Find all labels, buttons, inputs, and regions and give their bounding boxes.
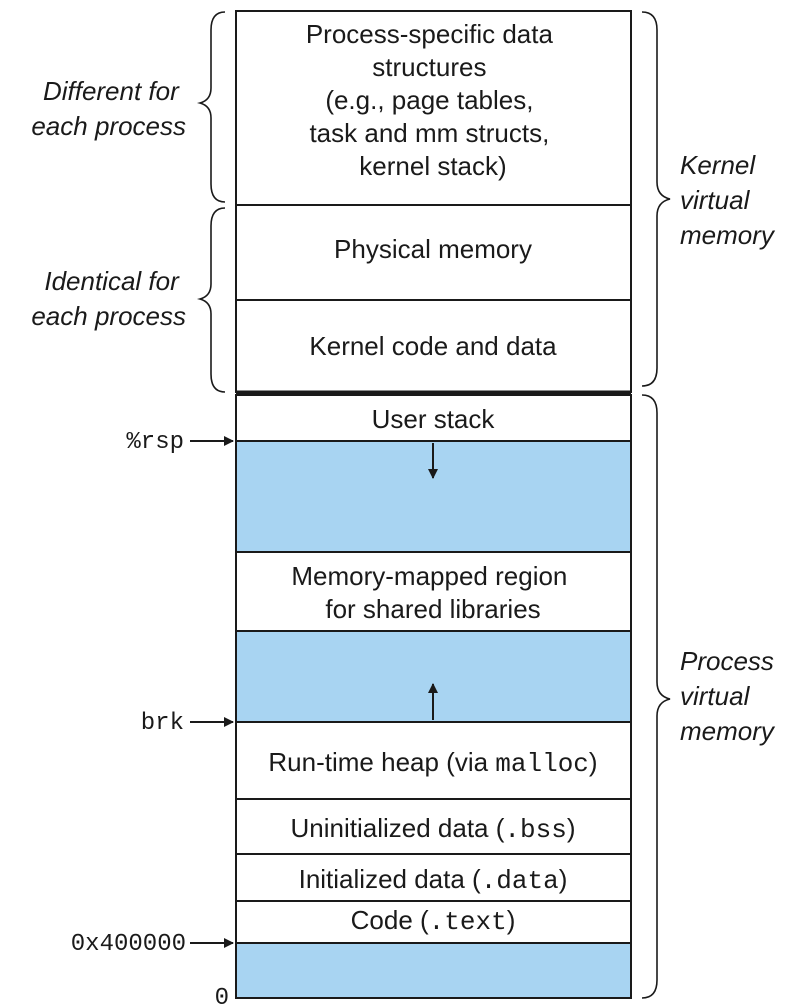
heap-label: Run-time heap (via malloc) (268, 747, 597, 779)
bss-block (235, 798, 632, 855)
user-stack-block (235, 394, 632, 442)
process-vm-label: Process virtual memory (680, 646, 781, 746)
different-label: Different for each process (31, 76, 186, 141)
zero-address-label: 0 (215, 985, 229, 1007)
data-block (235, 853, 632, 902)
different-brace (196, 11, 226, 203)
bss-label: Uninitialized data (.bss) (291, 813, 576, 845)
text-label: Code (.text) (351, 905, 516, 937)
physical-memory-block (235, 204, 632, 301)
text-block (235, 900, 632, 944)
kernel-code-block (235, 299, 632, 393)
kernel-brace (641, 11, 671, 387)
identical-label: Identical for each process (31, 266, 186, 331)
data-label: Initialized data (.data) (299, 864, 568, 896)
brk-label: brk (141, 710, 184, 737)
process-specific-block (235, 10, 632, 206)
mmap-region-block (235, 551, 632, 632)
physical-memory-label: Physical memory (334, 234, 532, 264)
mmap-region-label: Memory-mapped region for shared librarie… (291, 561, 574, 624)
kernel-code-label: Kernel code and data (309, 331, 557, 361)
rsp-label: %rsp (126, 429, 184, 456)
user-stack-label: User stack (372, 404, 496, 434)
kernel-vm-label: Kernel virtual memory (680, 150, 776, 250)
process-specific-label: Process-specific data structures (e.g., … (306, 19, 560, 181)
base-address-label: 0x400000 (71, 931, 186, 958)
process-brace (641, 394, 671, 999)
low-unused-region (235, 942, 632, 999)
heap-block (235, 721, 632, 800)
identical-brace (196, 207, 226, 393)
